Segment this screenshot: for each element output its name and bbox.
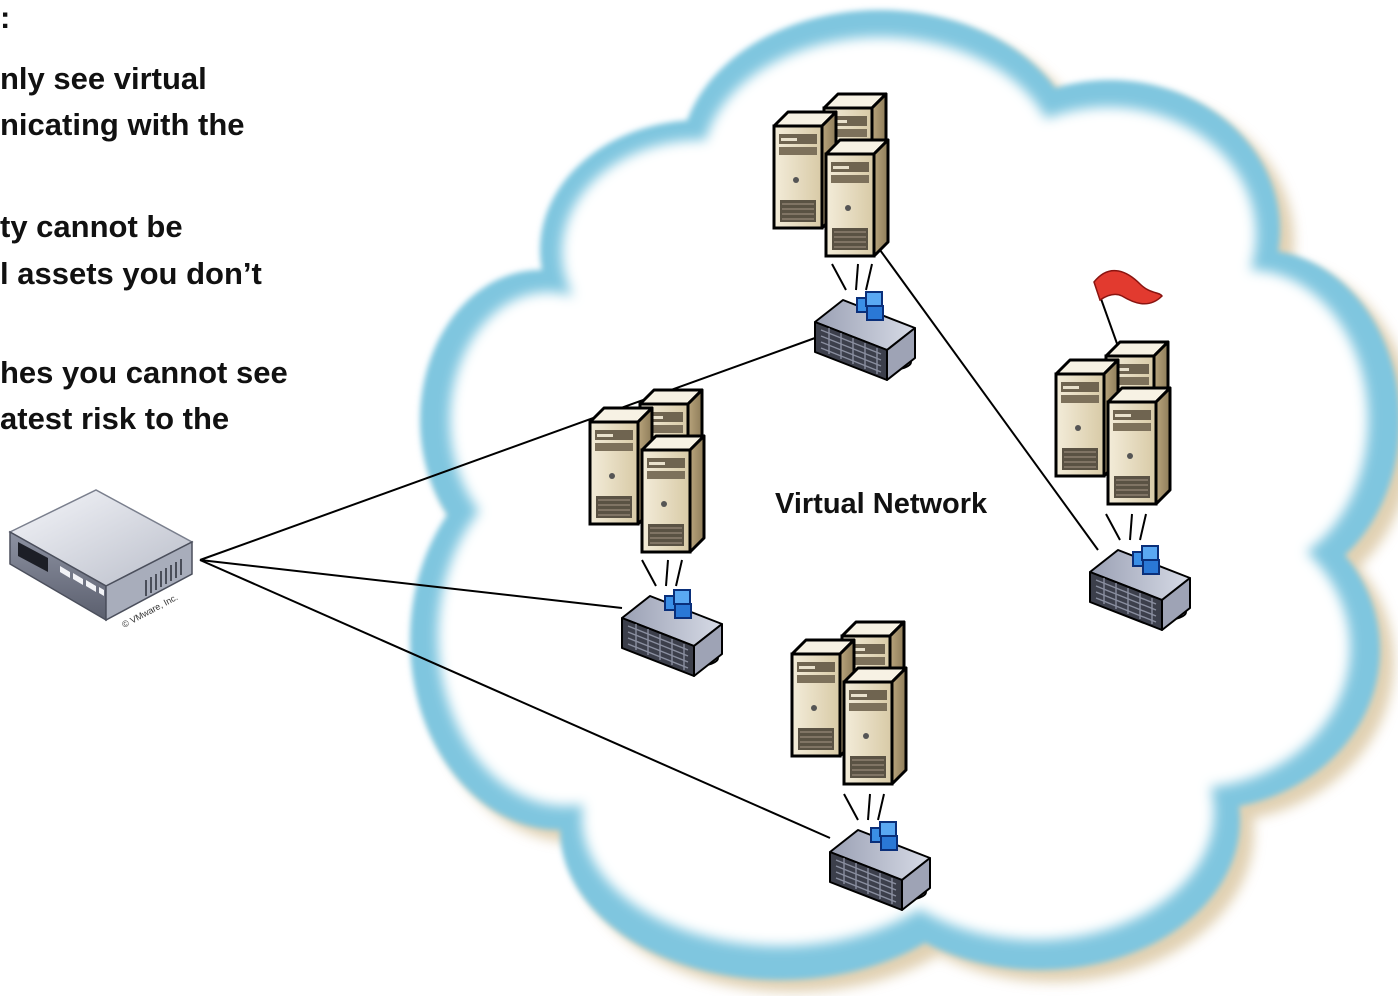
slide-heading-fragment: : bbox=[0, 0, 11, 35]
cloud-label: Virtual Network bbox=[775, 488, 988, 520]
host-top bbox=[774, 94, 916, 381]
physical-appliance-icon bbox=[8, 489, 194, 622]
bullet-1-line-2: nicating with the bbox=[0, 107, 245, 142]
bullet-3-line-2: atest risk to the bbox=[0, 401, 230, 436]
link-appliance-to-bottom-switch bbox=[199, 559, 831, 839]
host-right bbox=[1056, 269, 1191, 631]
host-left bbox=[590, 390, 723, 677]
link-appliance-to-top-switch bbox=[199, 337, 816, 561]
connection-lines bbox=[199, 249, 1099, 839]
bullet-3-line-1: hes you cannot see bbox=[0, 355, 288, 390]
red-flag-icon bbox=[1093, 269, 1163, 353]
link-appliance-to-left-switch bbox=[199, 559, 623, 609]
bullet-2-line-1: ty cannot be bbox=[0, 209, 183, 244]
bullet-1-line-1: nly see virtual bbox=[0, 61, 207, 96]
host-bottom bbox=[792, 622, 931, 911]
cloud bbox=[438, 37, 1368, 946]
bullet-2-line-2: l assets you don’t bbox=[0, 256, 262, 291]
link-top-server-to-right-switch bbox=[879, 249, 1099, 551]
